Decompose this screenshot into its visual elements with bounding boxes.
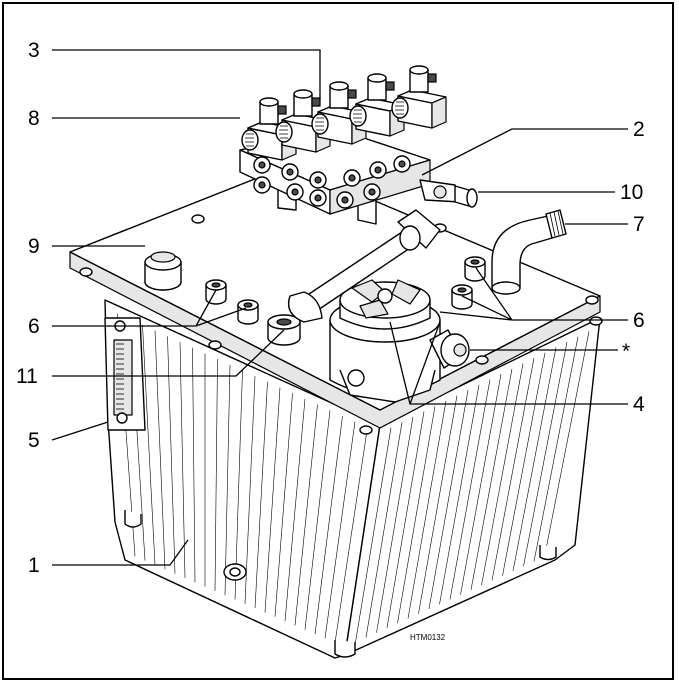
pipe xyxy=(287,209,441,323)
callout-star: * xyxy=(622,340,630,363)
callout-6-right: 6 xyxy=(633,309,645,332)
suction-filter xyxy=(329,279,470,403)
callout-6-left: 6 xyxy=(28,315,40,338)
hose-elbow xyxy=(491,209,567,295)
callout-1: 1 xyxy=(28,554,40,577)
callout-4: 4 xyxy=(633,393,645,416)
level-sight-gauge xyxy=(104,317,146,431)
callout-2: 2 xyxy=(633,118,645,141)
filler-cap xyxy=(144,251,182,291)
callout-10: 10 xyxy=(620,181,643,204)
return-port xyxy=(267,314,301,346)
callout-7: 7 xyxy=(633,213,645,236)
valve-manifold xyxy=(239,65,478,225)
tank-ribs-left xyxy=(117,313,368,643)
callout-11: 11 xyxy=(16,365,38,388)
callout-8: 8 xyxy=(28,107,40,130)
callout-9: 9 xyxy=(28,235,40,258)
callout-3: 3 xyxy=(28,39,40,62)
ports-right xyxy=(451,256,486,310)
callout-labels: 3 8 2 10 7 9 6 6 * 11 4 5 1 HTM0132 xyxy=(16,39,645,642)
callout-5: 5 xyxy=(28,429,40,452)
drawing-code: HTM0132 xyxy=(410,633,446,642)
leader-lines xyxy=(51,49,628,566)
tank-body xyxy=(104,299,601,659)
tank-ribs-right xyxy=(355,331,590,643)
